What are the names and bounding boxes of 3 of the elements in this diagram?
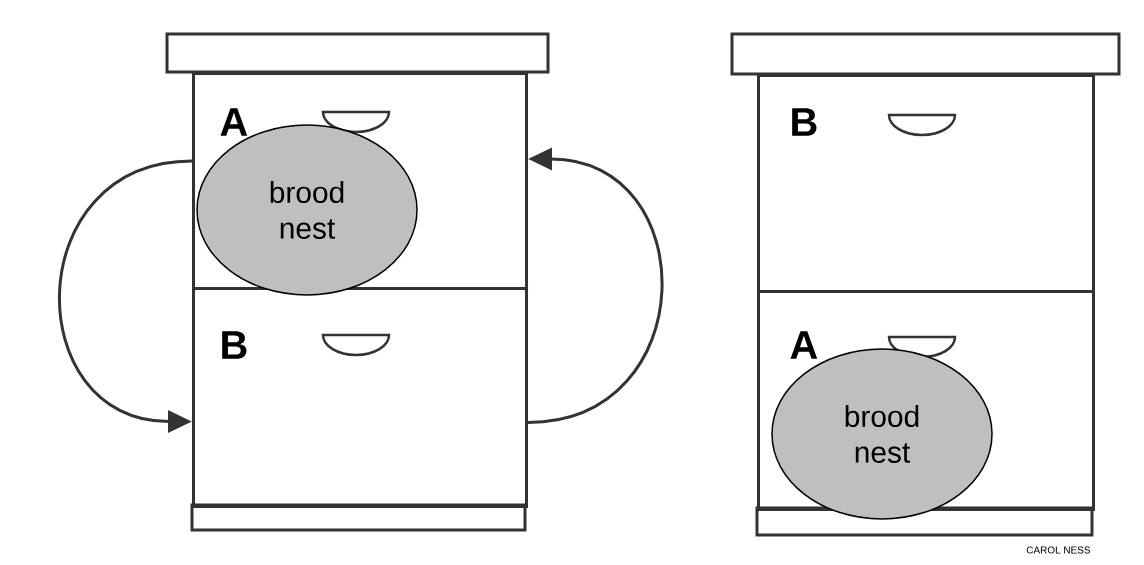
hive-box: B	[757, 74, 1095, 293]
hive-box: B	[192, 287, 528, 508]
artist-credit: CAROL NESS	[1026, 546, 1091, 554]
